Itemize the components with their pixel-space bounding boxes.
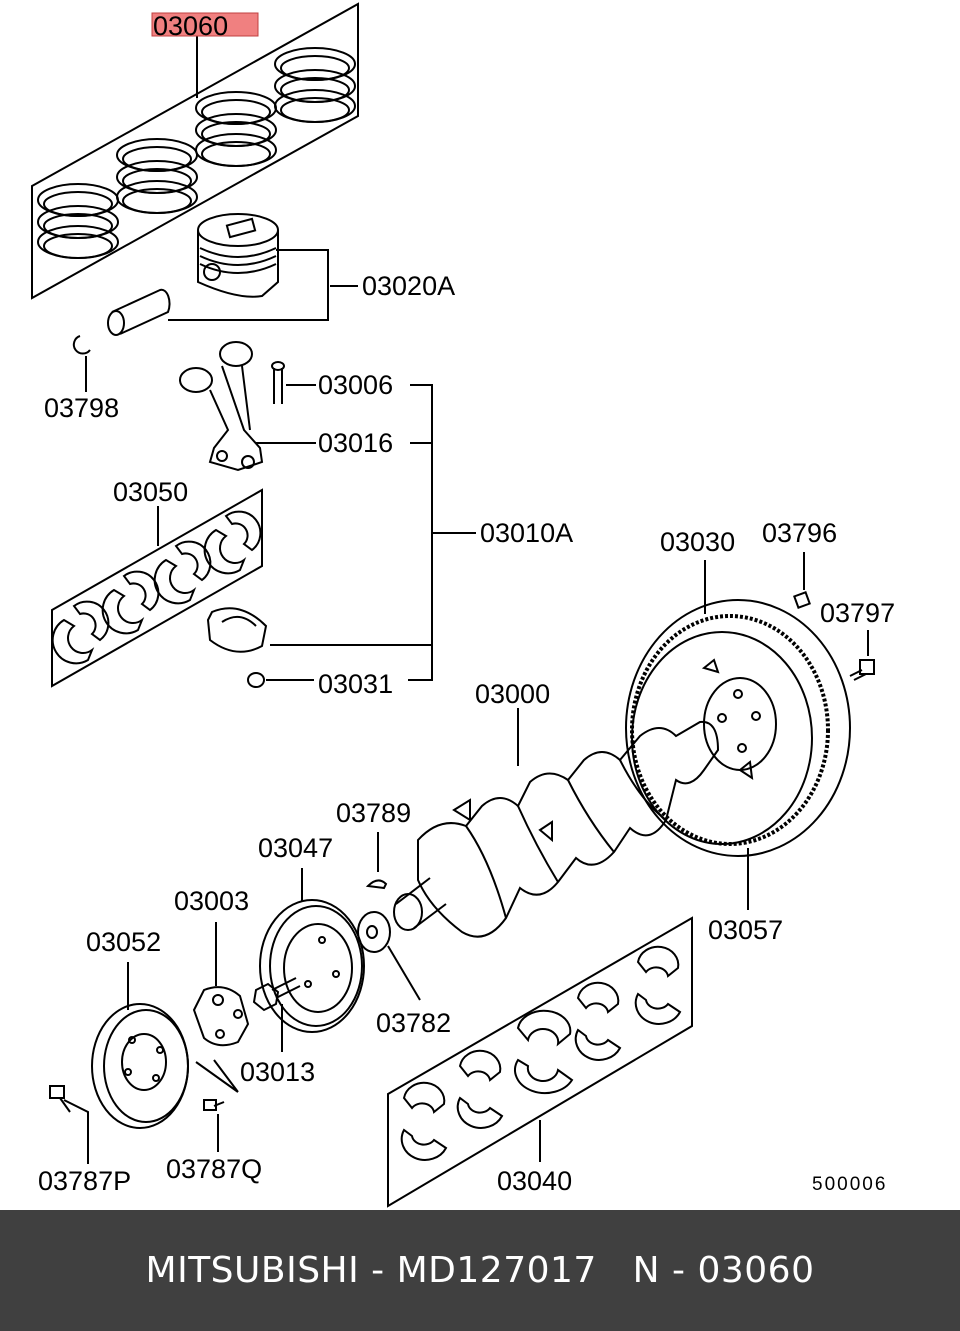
label-03016[interactable]: 03016 [318, 428, 393, 458]
leader-03787P [63, 1099, 89, 1164]
label-03057[interactable]: 03057 [708, 915, 783, 945]
label-03796[interactable]: 03796 [762, 518, 837, 548]
label-03782[interactable]: 03782 [376, 1008, 451, 1038]
damper-pulley[interactable] [259, 899, 365, 1033]
label-03013[interactable]: 03013 [240, 1057, 315, 1087]
piston-ring-set[interactable] [31, 2, 359, 300]
pulley-bolt[interactable] [252, 977, 301, 1012]
flywheel-bolt[interactable] [849, 659, 875, 681]
main-bearing-pair [634, 945, 682, 1025]
label-03787P[interactable]: 03787P [38, 1166, 131, 1196]
woodruff-key[interactable] [365, 879, 388, 890]
crank-pulley[interactable] [91, 1003, 189, 1129]
label-03052[interactable]: 03052 [86, 927, 161, 957]
parts-diagram: 03060 03020A 03798 03006 03016 03010A [31, 2, 895, 1208]
leader-03782 [387, 945, 421, 1001]
ring-stack-1 [37, 183, 119, 259]
highlight-box [151, 12, 259, 37]
conrod-bearing-set[interactable] [51, 488, 263, 688]
piston-pin[interactable] [107, 288, 171, 336]
diagram-code: 500006 [812, 1174, 887, 1195]
label-03006[interactable]: 03006 [318, 370, 393, 400]
main-bearing-set[interactable] [387, 916, 693, 1208]
label-03000[interactable]: 03000 [475, 679, 550, 709]
main-bearing-pair [400, 1081, 448, 1161]
bearing-shell [51, 600, 110, 665]
ring-stack-2 [116, 138, 198, 214]
label-03030[interactable]: 03030 [660, 527, 735, 557]
main-bearing-pair [514, 1009, 574, 1094]
ring-stack-3 [195, 91, 277, 167]
ring-stack-4 [274, 47, 356, 123]
leader-03020A [168, 249, 329, 321]
rod-nut[interactable] [247, 672, 265, 688]
main-bearing-pair [574, 981, 622, 1061]
label-03798[interactable]: 03798 [44, 393, 119, 423]
crankshaft[interactable] [393, 720, 720, 938]
bearing-shell [153, 540, 212, 605]
label-03060[interactable]: 03060 [153, 11, 228, 41]
main-bearing-pair [456, 1049, 504, 1129]
label-03020A[interactable]: 03020A [362, 271, 455, 301]
label-03787Q[interactable]: 03787Q [166, 1154, 262, 1184]
thrust-washer[interactable] [357, 911, 391, 953]
label-03040[interactable]: 03040 [497, 1166, 572, 1196]
bolt-03787Q[interactable] [203, 1099, 225, 1111]
footer-part-number: MITSUBISHI - MD127017 N - 03060 [145, 1250, 815, 1291]
label-03047[interactable]: 03047 [258, 833, 333, 863]
dowel-pin[interactable] [793, 591, 811, 609]
piston[interactable] [197, 213, 279, 298]
connecting-rod[interactable] [179, 341, 264, 472]
footer-bar: MITSUBISHI - MD127017 N - 03060 [0, 1210, 960, 1331]
label-03010A[interactable]: 03010A [480, 518, 573, 548]
snap-ring[interactable] [72, 335, 91, 355]
label-03797[interactable]: 03797 [820, 598, 895, 628]
label-03050[interactable]: 03050 [113, 477, 188, 507]
pulley-hub[interactable] [192, 986, 250, 1047]
bolt-03787P[interactable] [49, 1085, 71, 1113]
label-03031[interactable]: 03031 [318, 669, 393, 699]
rod-bolt[interactable] [271, 361, 285, 404]
flywheel[interactable] [625, 599, 851, 857]
bearing-shell [203, 510, 262, 575]
bracket-03010A [408, 384, 433, 681]
label-03789[interactable]: 03789 [336, 798, 411, 828]
leader-bolts [195, 1059, 239, 1093]
rod-cap[interactable] [206, 607, 268, 653]
label-03003[interactable]: 03003 [174, 886, 249, 916]
bearing-shell [101, 570, 160, 635]
